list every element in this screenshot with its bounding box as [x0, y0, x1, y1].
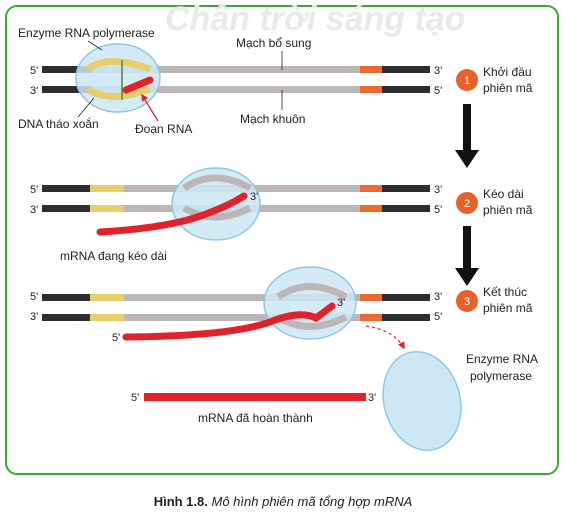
end-label: 5' [30, 65, 38, 77]
caption-label: Hình 1.8. [153, 494, 208, 509]
released-rna-polymerase [382, 350, 462, 452]
mrna-completing [122, 302, 336, 341]
watermark: Chân trời sáng tạo [165, 0, 466, 38]
step-2-number: 2 [464, 198, 470, 210]
process-arrow [455, 104, 479, 168]
enzyme-label: Enzyme RNA polymerase [18, 26, 155, 40]
transcription-diagram: Chân trời sáng tạo 5' 3' 3' 5' Enzyme RN… [18, 0, 538, 452]
release-arrow [365, 325, 405, 350]
end-label: 5' [131, 392, 139, 404]
end-label: 5' [112, 332, 120, 344]
coding-strand-label: Mạch bổ sung [236, 36, 311, 50]
end-label: 5' [30, 184, 38, 196]
end-label: 3' [30, 85, 38, 97]
step-3-circle [456, 290, 478, 312]
caption-text: Mô hình phiên mã tổng hợp mRNA [211, 494, 413, 509]
step-2-title: Kéo dài [483, 187, 524, 201]
end-label: 3' [337, 297, 345, 309]
step-1: 1 Khởi đầu phiên mã [456, 65, 533, 95]
end-label: 3' [434, 65, 442, 77]
step-3-title: Kết thúc [483, 285, 527, 299]
step-3: 3 Kết thúc phiên mã [456, 285, 533, 315]
mrna-completed-label: mRNA đã hoàn thành [198, 411, 313, 425]
step-2: 2 Kéo dài phiên mã [456, 187, 533, 217]
mrna-completed [144, 393, 366, 401]
end-label: 5' [434, 204, 442, 216]
step-3-number: 3 [464, 296, 470, 308]
end-label: 3' [250, 191, 258, 203]
step-3-subtitle: phiên mã [483, 301, 533, 315]
figure-caption: Hình 1.8. Mô hình phiên mã tổng hợp mRNA [0, 494, 566, 509]
step-2-subtitle: phiên mã [483, 203, 533, 217]
end-label: 3' [30, 204, 38, 216]
template-strand-label: Mạch khuôn [240, 112, 305, 126]
step-2-circle [456, 192, 478, 214]
step-1-title: Khởi đầu [483, 65, 532, 79]
rna-fragment-label: Đoạn RNA [135, 122, 192, 136]
rna-fragment [122, 76, 154, 94]
mrna-elongating-label: mRNA đang kéo dài [60, 249, 167, 263]
end-label: 3' [434, 291, 442, 303]
end-label: 5' [434, 85, 442, 97]
end-label: 5' [434, 311, 442, 323]
stage-3: 5' 3' 3' 5' 3' 5' [30, 266, 442, 350]
step-1-subtitle: phiên mã [483, 81, 533, 95]
process-arrow [455, 226, 479, 286]
end-label: 3' [434, 184, 442, 196]
step-1-circle [456, 69, 478, 91]
mrna-elongating [96, 192, 248, 236]
end-label: 3' [368, 392, 376, 404]
step-1-number: 1 [464, 75, 470, 87]
end-label: 3' [30, 311, 38, 323]
released-enzyme-label-1: Enzyme RNA [466, 352, 538, 366]
stage-1: 5' 3' 3' 5' Enzyme RNA polymerase Mạch b… [18, 26, 442, 136]
released-enzyme-label-2: polymerase [470, 369, 532, 383]
stage-2: 5' 3' 3' 5' 3' mRNA đang kéo dài [30, 167, 442, 263]
unwound-dna-label: DNA tháo xoắn [18, 116, 99, 131]
end-label: 5' [30, 291, 38, 303]
